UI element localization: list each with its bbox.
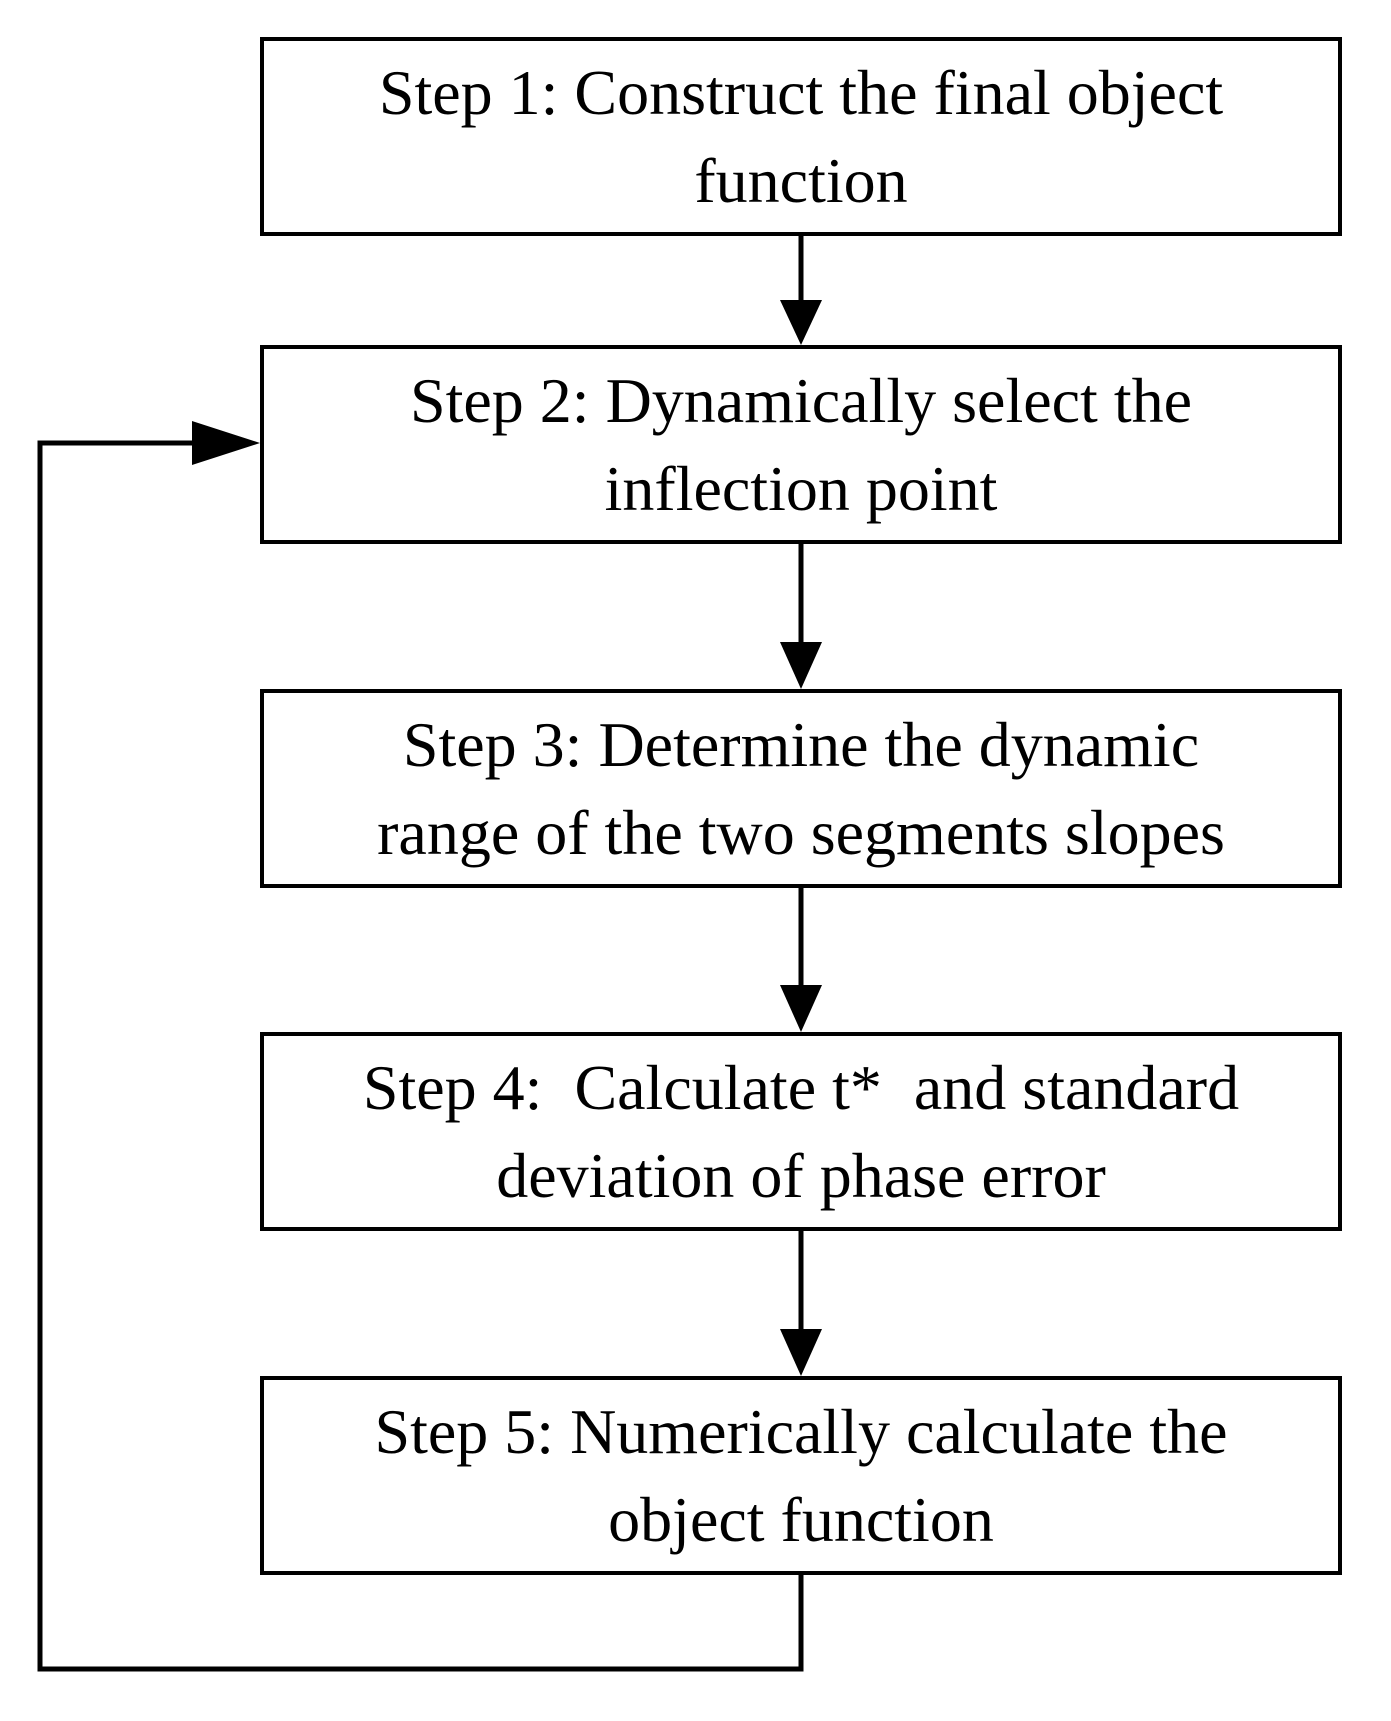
step-4-line-1: Step 4: Calculate t* and standard	[362, 1051, 1240, 1123]
step-5-box: Step 5: Numerically calculate the object…	[260, 1376, 1342, 1575]
step-1-line-1: Step 1: Construct the final object	[378, 56, 1224, 128]
step-1-box: Step 1: Construct the final object funct…	[260, 37, 1342, 236]
step-3-line-1: Step 3: Determine the dynamic	[402, 708, 1200, 780]
step-2-box: Step 2: Dynamically select the inflectio…	[260, 345, 1342, 544]
step-2-line-1: Step 2: Dynamically select the	[410, 364, 1192, 436]
arrowhead-step4	[780, 985, 822, 1032]
step-4-box: Step 4: Calculate t* and standard deviat…	[260, 1032, 1342, 1231]
step-1-line-2: function	[694, 144, 908, 216]
arrowhead-step5	[780, 1329, 822, 1376]
step-5-line-2: object function	[608, 1483, 994, 1555]
arrowhead-feedback-step2	[192, 421, 260, 465]
step-4-line-2: deviation of phase error	[496, 1139, 1106, 1211]
step-3-line-2: range of the two segments slopes	[377, 796, 1225, 868]
step-5-line-1: Step 5: Numerically calculate the	[374, 1395, 1228, 1467]
arrowhead-step3	[780, 642, 822, 689]
step-3-box: Step 3: Determine the dynamic range of t…	[260, 689, 1342, 888]
feedback-loop-step5-to-step2	[37, 440, 804, 1672]
arrowhead-step2	[780, 300, 822, 345]
step-2-line-2: inflection point	[604, 452, 998, 524]
